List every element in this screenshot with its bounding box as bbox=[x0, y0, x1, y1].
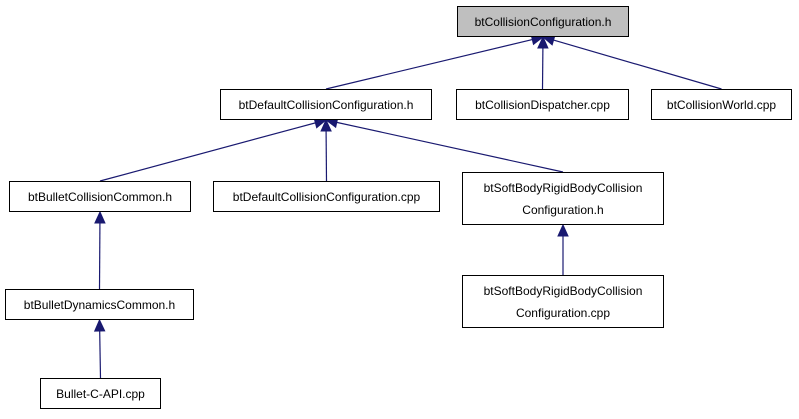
node-label-line: btDefaultCollisionConfiguration.cpp bbox=[232, 189, 421, 204]
node-label-line: btBulletCollisionCommon.h bbox=[27, 189, 173, 204]
node-label-line: btCollisionWorld.cpp bbox=[666, 97, 777, 112]
node-btbulletcollisioncommon-h[interactable]: btBulletCollisionCommon.h bbox=[9, 181, 191, 212]
node-label-line: btSoftBodyRigidBodyCollision bbox=[483, 180, 643, 195]
node-btcollisiondispatcher-cpp[interactable]: btCollisionDispatcher.cpp bbox=[456, 89, 629, 120]
node-bullet-c-api-cpp[interactable]: Bullet-C-API.cpp bbox=[40, 378, 161, 409]
edge-arrowhead bbox=[557, 223, 569, 237]
node-btcollisionconfiguration-h: btCollisionConfiguration.h bbox=[457, 6, 629, 37]
node-label-line: Configuration.h bbox=[522, 202, 604, 217]
edge-bullet_common_h-to-default_h bbox=[99, 122, 316, 182]
edge-world_cpp-to-root bbox=[553, 39, 722, 90]
edge-arrowhead bbox=[537, 35, 549, 49]
node-label-line: Configuration.cpp bbox=[515, 305, 611, 320]
edge-arrowhead bbox=[94, 210, 106, 224]
node-btsoftbodyrigidbodycollisionconfiguration-h[interactable]: btSoftBodyRigidBodyCollision Configurati… bbox=[462, 172, 664, 225]
edge-arrowhead bbox=[93, 318, 106, 332]
node-label-line: btCollisionConfiguration.h bbox=[474, 14, 612, 29]
node-label-line: btSoftBodyRigidBodyCollision bbox=[483, 283, 643, 298]
edge-c_api_cpp-to-dynamics_common_h bbox=[99, 330, 102, 379]
node-label-line: btDefaultCollisionConfiguration.h bbox=[238, 97, 414, 112]
node-btcollisionworld-cpp[interactable]: btCollisionWorld.cpp bbox=[651, 89, 792, 120]
node-label-line: Bullet-C-API.cpp bbox=[56, 386, 145, 401]
edge-arrowhead bbox=[320, 118, 332, 132]
edge-default_h-to-root bbox=[325, 38, 533, 90]
node-label-line: btBulletDynamicsCommon.h bbox=[23, 297, 176, 312]
edge-softbody_h-to-default_h bbox=[336, 121, 564, 173]
node-btbulletdynamicscommon-h[interactable]: btBulletDynamicsCommon.h bbox=[5, 289, 194, 320]
node-btsoftbodyrigidbodycollisionconfiguration-cpp[interactable]: btSoftBodyRigidBodyCollision Configurati… bbox=[462, 275, 664, 328]
node-label-line: btCollisionDispatcher.cpp bbox=[475, 97, 610, 112]
node-btdefaultcollisionconfiguration-cpp[interactable]: btDefaultCollisionConfiguration.cpp bbox=[213, 181, 440, 212]
node-btdefaultcollisionconfiguration-h[interactable]: btDefaultCollisionConfiguration.h bbox=[220, 89, 432, 120]
